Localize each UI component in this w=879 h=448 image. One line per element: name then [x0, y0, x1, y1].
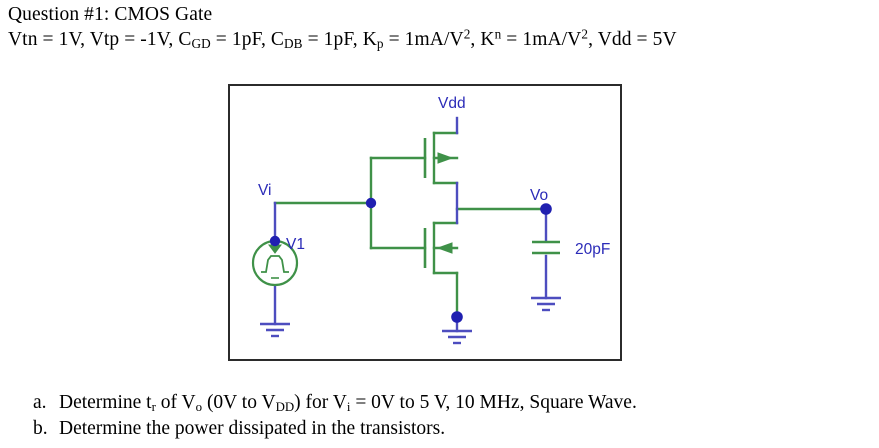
circuit-diagram-frame: Vdd Vi V1 Vo 20pF — [228, 84, 622, 361]
question-item-a: a. Determine tr of Vo (0V to VDD) for Vi… — [33, 390, 873, 416]
parameters-line: Vtn = 1V, Vtp = -1V, CGD = 1pF, CDB = 1p… — [8, 26, 677, 51]
label-vo: Vo — [530, 187, 548, 204]
nmos-arrow-icon — [436, 242, 453, 254]
ground-source — [260, 322, 290, 338]
node-dots-group — [269, 197, 552, 323]
node-dot-gnd-nmos — [451, 311, 463, 323]
question-marker-b: b. — [33, 418, 48, 439]
node-dot-gate — [365, 197, 377, 209]
page-title: Question #1: CMOS Gate — [8, 4, 213, 25]
question-text-b: Determine the power dissipated in the tr… — [59, 418, 446, 439]
label-capacitor-value: 20pF — [575, 241, 610, 258]
label-vi: Vi — [258, 182, 272, 199]
pulse-waveform-icon — [261, 255, 289, 273]
node-dot-vi — [269, 235, 281, 247]
questions-list: a. Determine tr of Vo (0V to VDD) for Vi… — [33, 390, 873, 442]
circuit-labels-group: Vdd Vi V1 Vo 20pF — [258, 95, 610, 258]
pmos-arrow-icon — [437, 152, 454, 164]
question-marker-a: a. — [33, 392, 47, 413]
ground-capacitor — [531, 296, 561, 312]
header-block: Question #1: CMOS Gate Vtn = 1V, Vtp = -… — [8, 2, 876, 52]
ground-nmos — [442, 329, 472, 345]
cmos-inverter-schematic: Vdd Vi V1 Vo 20pF — [251, 95, 610, 345]
label-v1: V1 — [286, 236, 305, 253]
green-wire-group — [273, 131, 548, 319]
load-capacitor — [532, 240, 560, 255]
question-text-a: Determine tr of Vo (0V to VDD) for Vi = … — [59, 392, 637, 414]
label-vdd: Vdd — [438, 95, 466, 112]
question-item-b: b. Determine the power dissipated in the… — [33, 416, 873, 442]
blue-wire-group — [273, 116, 548, 333]
node-dot-vo — [540, 203, 552, 215]
ground-symbols-group — [260, 296, 561, 345]
voltage-source-v1 — [251, 239, 299, 287]
